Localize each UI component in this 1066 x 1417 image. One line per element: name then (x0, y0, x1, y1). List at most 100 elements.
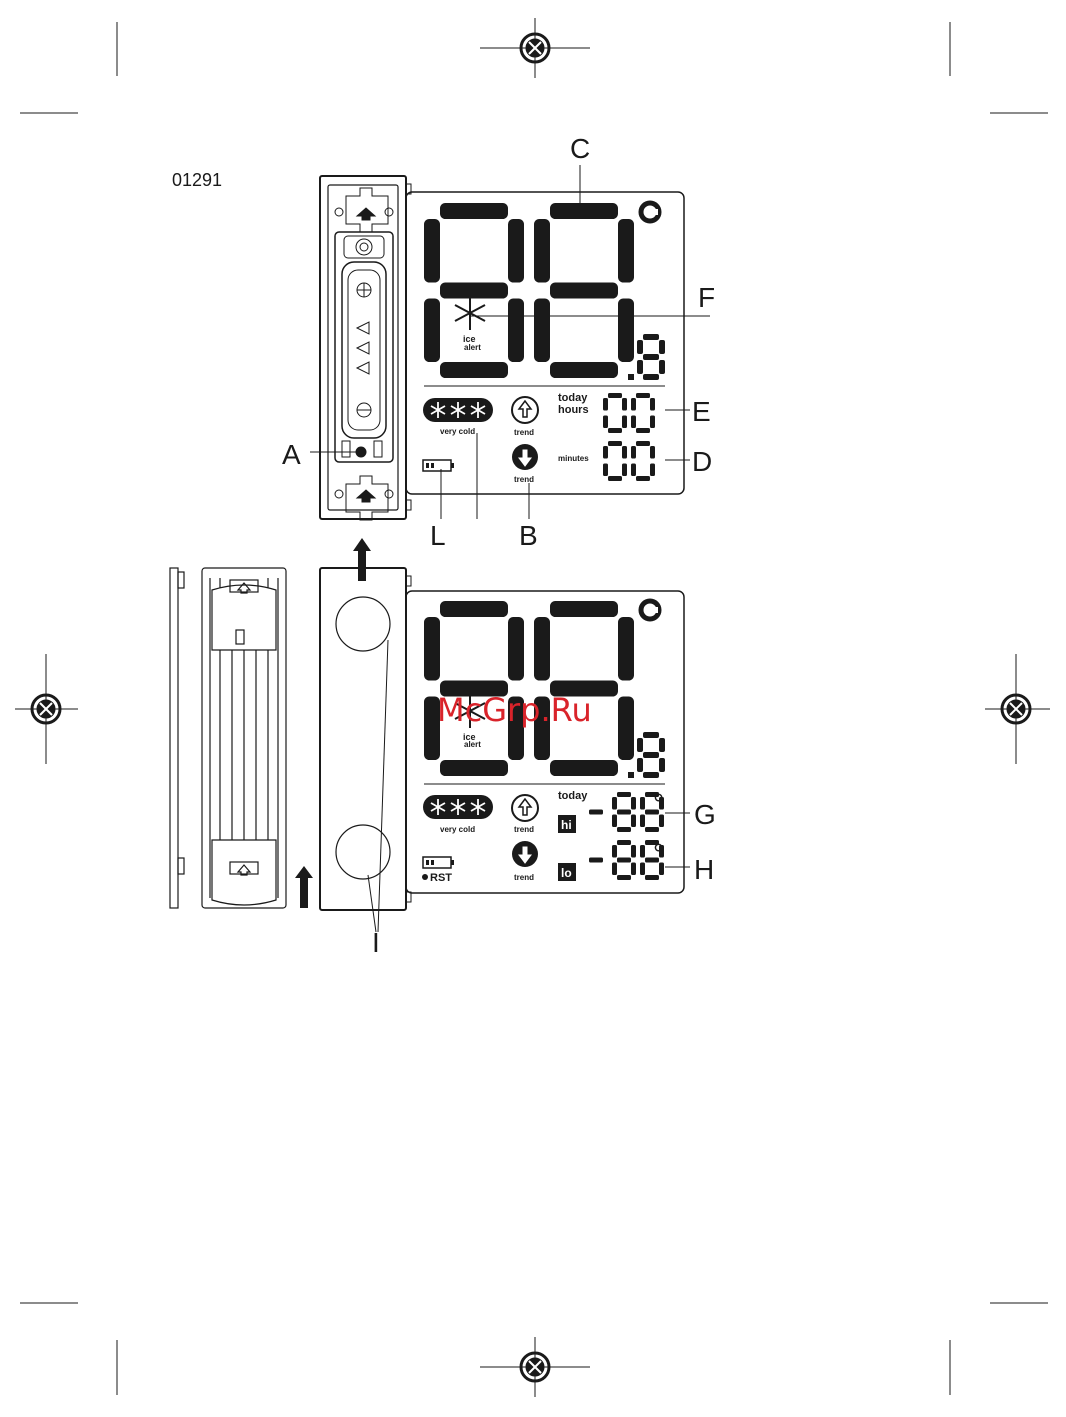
very-cold-label: very cold (440, 825, 475, 834)
lo-digit-0 (589, 858, 603, 863)
very-cold-label: very cold (440, 427, 475, 436)
decimal-digit-0 (637, 732, 665, 778)
wall-bracket (170, 568, 286, 908)
segment-f (640, 845, 645, 858)
segment-e (640, 863, 645, 876)
callout-H: H (694, 854, 714, 885)
suction-cup (336, 597, 390, 651)
segment-c (650, 416, 655, 429)
segment-f (534, 219, 550, 283)
segment-f (612, 845, 617, 858)
segment-f (424, 617, 440, 681)
segment-f (640, 797, 645, 810)
segment-c (618, 299, 634, 363)
segment-g (589, 810, 603, 815)
document-code: 01291 (172, 170, 222, 190)
segment-d (643, 374, 659, 380)
arrow-up-icon (357, 208, 375, 220)
hi-degree-symbol: ° (653, 788, 664, 819)
callout-C: C (570, 133, 590, 164)
segment-a (643, 732, 659, 738)
segment-c (618, 697, 634, 761)
segment-d (608, 476, 622, 481)
segment-b (631, 845, 636, 858)
registration-mark-right (985, 654, 1050, 764)
hi-label: hi (561, 818, 572, 832)
segment-b (508, 219, 524, 283)
segment-f (637, 340, 643, 354)
segment-c (631, 815, 636, 828)
trend-up-label: trend (514, 428, 534, 437)
top-lcd-display: ice alert very cold trend trend today ho… (406, 192, 684, 494)
segment-g (643, 354, 659, 360)
segment-e (637, 758, 643, 772)
bottom-lcd-display: ice alert very cold trend trend RST toda… (406, 591, 684, 893)
callout-B: B (519, 520, 538, 551)
segment-f (612, 797, 617, 810)
segment-d (440, 362, 508, 378)
segment-c (659, 360, 665, 374)
segment-c (659, 758, 665, 772)
hours-digit-0 (603, 393, 627, 433)
segment-e (612, 863, 617, 876)
bottom-main-digits (424, 601, 634, 776)
lo-degree-symbol: ° (653, 838, 664, 869)
suction-cup (336, 825, 390, 879)
minutes-digit-0 (603, 441, 627, 481)
today-label: today (558, 392, 588, 404)
segment-a (636, 441, 650, 446)
segment-b (618, 219, 634, 283)
segment-c (622, 416, 627, 429)
top-main-digits (424, 203, 634, 378)
segment-d (550, 362, 618, 378)
segment-a (440, 601, 508, 617)
segment-b (631, 797, 636, 810)
segment-f (603, 446, 608, 459)
bottom-callout-lines (665, 813, 690, 867)
trend-down-label: trend (514, 475, 534, 484)
top-device-battery-compartment (320, 176, 411, 520)
segment-g (550, 283, 618, 299)
segment-b (508, 617, 524, 681)
minutes-digits (603, 441, 655, 481)
segment-b (659, 340, 665, 354)
callout-E: E (692, 396, 711, 427)
segment-e (612, 815, 617, 828)
arrow-up-icon (295, 866, 313, 908)
segment-a (550, 203, 618, 219)
alert-label: alert (464, 740, 481, 749)
segment-b (650, 446, 655, 459)
lo-label: lo (561, 866, 572, 880)
segment-e (424, 299, 440, 363)
minutes-digit-1 (631, 441, 655, 481)
segment-g (617, 858, 631, 863)
segment-f (631, 446, 636, 459)
segment-g (643, 752, 659, 758)
decimal-digit-0 (637, 334, 665, 380)
callout-L: L (430, 520, 446, 551)
segment-g (589, 858, 603, 863)
segment-b (622, 446, 627, 459)
segment-b (618, 617, 634, 681)
segment-e (603, 464, 608, 477)
main-digit-1 (534, 203, 634, 378)
segment-a (550, 601, 618, 617)
segment-e (631, 416, 636, 429)
arrow-up-icon (357, 490, 375, 502)
callout-D: D (692, 446, 712, 477)
segment-c (631, 863, 636, 876)
segment-e (637, 360, 643, 374)
segment-d (645, 827, 659, 832)
segment-d (608, 428, 622, 433)
segment-a (608, 393, 622, 398)
segment-a (643, 334, 659, 340)
hi-digit-0 (589, 810, 603, 815)
segment-b (650, 398, 655, 411)
segment-g (617, 810, 631, 815)
reset-dot-icon (422, 874, 428, 880)
segment-d (617, 827, 631, 832)
hi-digit-1 (612, 792, 636, 832)
segment-d (636, 476, 650, 481)
alert-label: alert (464, 343, 481, 352)
segment-d (550, 760, 618, 776)
